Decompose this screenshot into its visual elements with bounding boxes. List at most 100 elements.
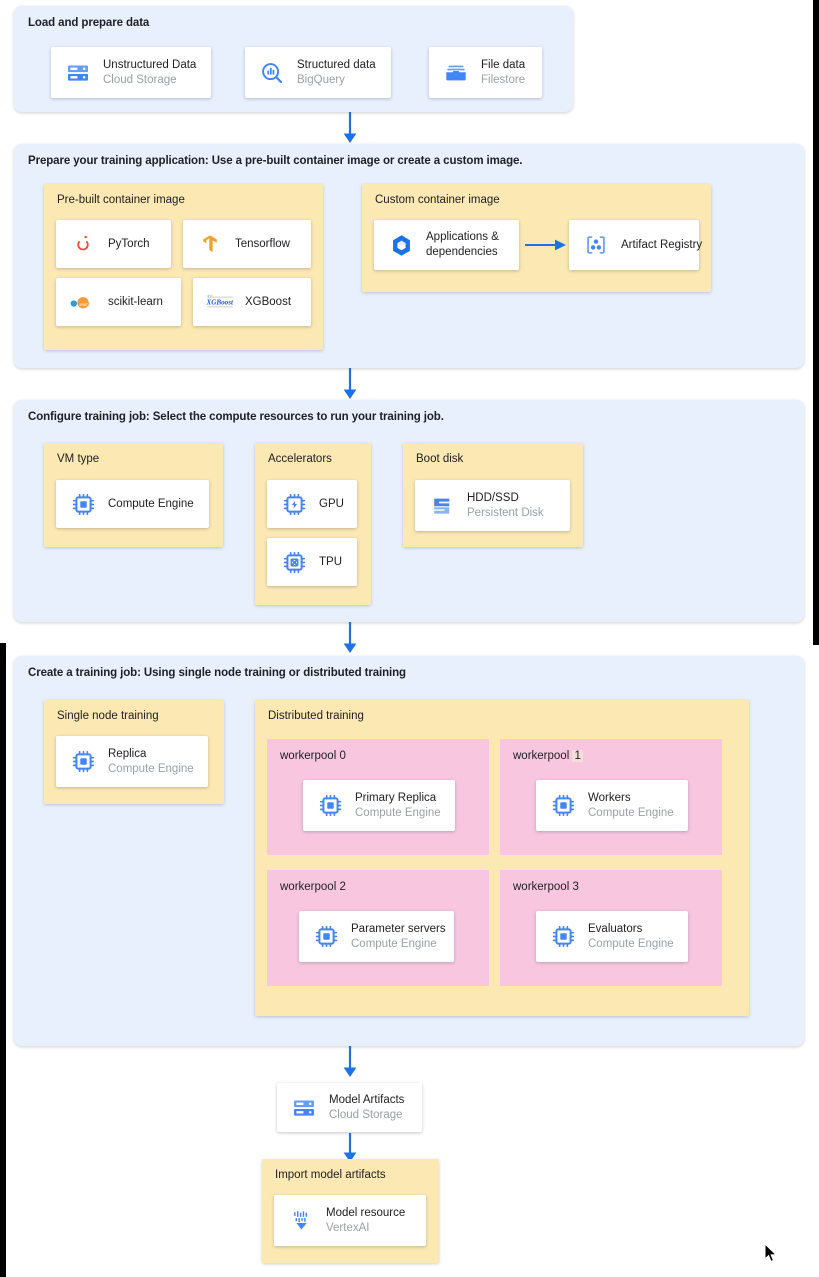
card-title: TPU bbox=[319, 555, 342, 568]
compute-engine-icon bbox=[68, 489, 98, 519]
svg-text:learn: learn bbox=[80, 302, 90, 307]
group-single-node-training: Single node training Replica Compute Eng… bbox=[44, 700, 224, 804]
card-model-artifacts[interactable]: Model Artifacts Cloud Storage bbox=[277, 1083, 422, 1132]
card-text: Applications & dependencies bbox=[426, 230, 519, 260]
pool-label-prefix: workerpool bbox=[513, 881, 570, 893]
filestore-icon bbox=[441, 58, 471, 88]
pool-title: workerpool 2 bbox=[280, 881, 346, 893]
card-gpu[interactable]: GPU bbox=[267, 480, 357, 528]
card-subtitle: Compute Engine bbox=[355, 806, 441, 819]
group-pre-built-container-image: Pre-built container image PyTorch Tensor… bbox=[44, 184, 323, 350]
card-title: scikit-learn bbox=[108, 295, 163, 308]
compute-engine-icon bbox=[548, 791, 578, 821]
group-title: Import model artifacts bbox=[275, 1169, 386, 1181]
card-xgboost[interactable]: dmlc XGBoost XGBoost bbox=[193, 278, 311, 326]
stage-title: Configure training job: Select the compu… bbox=[28, 411, 444, 423]
compute-engine-icon bbox=[548, 922, 578, 952]
group-title: Single node training bbox=[57, 710, 159, 722]
card-model-resource[interactable]: Model resource VertexAI bbox=[274, 1195, 426, 1246]
card-evaluators[interactable]: Evaluators Compute Engine bbox=[536, 911, 697, 971]
pool-title: workerpool 3 bbox=[513, 881, 579, 893]
pool-title: workerpool 1 bbox=[513, 750, 583, 762]
card-text: Model resource VertexAI bbox=[326, 1206, 405, 1235]
pool-workerpool-1: workerpool 1 bbox=[500, 739, 722, 855]
card-artifact-registry[interactable]: Artifact Registry bbox=[569, 220, 702, 270]
mouse-cursor bbox=[764, 1242, 778, 1263]
card-compute-engine-vm[interactable]: Compute Engine bbox=[56, 480, 209, 528]
arrow-applications-to-artifact-registry bbox=[525, 237, 567, 258]
card-file-data[interactable]: File data Filestore bbox=[429, 47, 542, 98]
group-title: Distributed training bbox=[268, 710, 364, 722]
pool-label-index: 1 bbox=[572, 750, 583, 762]
card-subtitle: Filestore bbox=[481, 73, 526, 86]
card-text: Evaluators Compute Engine bbox=[588, 922, 674, 951]
group-distributed-training: Distributed training workerpool 0 bbox=[255, 700, 749, 1016]
card-unstructured-data[interactable]: Unstructured Data Cloud Storage bbox=[51, 47, 211, 98]
card-title: PyTorch bbox=[108, 237, 150, 250]
pytorch-icon bbox=[68, 229, 98, 259]
card-text: Artifact Registry bbox=[621, 238, 702, 252]
card-title: HDD/SSD bbox=[467, 492, 519, 505]
card-title: Model resource bbox=[326, 1207, 406, 1220]
stage-title: Load and prepare data bbox=[28, 17, 150, 29]
card-structured-data[interactable]: Structured data BigQuery bbox=[245, 47, 391, 98]
gpu-icon bbox=[279, 489, 309, 519]
card-primary-replica[interactable]: Primary Replica Compute Engine bbox=[303, 780, 455, 831]
card-title: Model Artifacts bbox=[329, 1094, 405, 1107]
stage-create-a-training-job: Create a training job: Using single node… bbox=[14, 656, 804, 1046]
card-text: XGBoost bbox=[245, 295, 291, 309]
card-title: Applications & dependencies bbox=[426, 231, 499, 258]
card-title: Compute Engine bbox=[108, 497, 194, 510]
stage-load-and-prepare-data: Load and prepare data Unstructured Data … bbox=[14, 6, 573, 112]
card-text: scikit-learn bbox=[108, 295, 163, 309]
card-subtitle: Cloud Storage bbox=[103, 73, 177, 86]
stage-configure-training-job: Configure training job: Select the compu… bbox=[14, 400, 804, 622]
xgboost-icon: dmlc XGBoost bbox=[205, 287, 235, 317]
cloud-storage-icon bbox=[63, 58, 93, 88]
container-image-icon bbox=[386, 230, 416, 260]
pool-label-index: 0 bbox=[339, 750, 346, 762]
group-title: Accelerators bbox=[268, 453, 332, 465]
svg-text:XGBoost: XGBoost bbox=[206, 299, 234, 307]
card-parameter-servers[interactable]: Parameter servers Compute Engine bbox=[299, 911, 463, 971]
persistent-disk-icon bbox=[427, 491, 457, 521]
group-title: Boot disk bbox=[416, 453, 464, 465]
card-text: Workers Compute Engine bbox=[588, 791, 674, 820]
card-text: Primary Replica Compute Engine bbox=[355, 791, 441, 820]
card-applications-and-dependencies[interactable]: Applications & dependencies bbox=[374, 220, 519, 270]
compute-engine-icon bbox=[311, 922, 341, 952]
pool-workerpool-0: workerpool 0 bbox=[267, 739, 489, 855]
arrow-prepare-to-configure bbox=[339, 368, 361, 405]
card-title: Unstructured Data bbox=[103, 59, 197, 72]
bigquery-icon bbox=[257, 58, 287, 88]
right-edge-bar bbox=[813, 0, 819, 645]
card-title: Replica bbox=[108, 748, 147, 761]
card-text: TPU bbox=[319, 555, 342, 569]
card-text: Tensorflow bbox=[235, 237, 290, 251]
card-title: Workers bbox=[588, 792, 631, 805]
group-title: VM type bbox=[57, 453, 100, 465]
pool-label-prefix: workerpool bbox=[280, 750, 337, 762]
compute-engine-icon bbox=[68, 747, 98, 777]
vertex-ai-model-icon bbox=[286, 1206, 316, 1236]
card-tpu[interactable]: TPU bbox=[267, 538, 357, 586]
tensorflow-icon bbox=[195, 229, 225, 259]
card-subtitle: Cloud Storage bbox=[329, 1108, 403, 1121]
card-text: Unstructured Data Cloud Storage bbox=[103, 58, 196, 87]
card-scikit-learn[interactable]: learn scikit-learn bbox=[56, 278, 181, 326]
arrow-model-artifacts-to-import bbox=[339, 1133, 361, 1168]
scikit-learn-icon: learn bbox=[68, 287, 98, 317]
card-tensorflow[interactable]: Tensorflow bbox=[183, 220, 311, 268]
card-replica[interactable]: Replica Compute Engine bbox=[56, 736, 208, 787]
card-hdd-ssd[interactable]: HDD/SSD Persistent Disk bbox=[415, 480, 570, 531]
artifact-registry-icon bbox=[581, 230, 611, 260]
left-edge-bar bbox=[0, 643, 6, 1277]
group-import-model-artifacts: Import model artifacts Model resourc bbox=[262, 1159, 439, 1263]
group-title: Custom container image bbox=[375, 194, 500, 206]
card-subtitle: Compute Engine bbox=[588, 937, 674, 950]
card-pytorch[interactable]: PyTorch bbox=[56, 220, 171, 268]
card-title: Evaluators bbox=[588, 923, 643, 936]
card-workers[interactable]: Workers Compute Engine bbox=[536, 780, 697, 840]
card-title: XGBoost bbox=[245, 295, 292, 308]
card-title: Artifact Registry bbox=[621, 238, 703, 251]
